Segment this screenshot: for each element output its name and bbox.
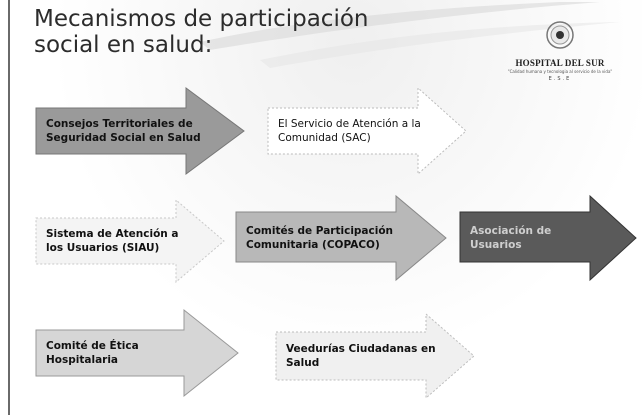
arrow-shape: [275, 312, 475, 400]
left-border: [8, 0, 10, 415]
arrow-shape: [267, 86, 467, 176]
mechanism-arrow-asociacion-usuarios: Asociación de Usuarios: [459, 194, 638, 282]
mechanism-arrow-veedurias: Veedurías Ciudadanas en Salud: [275, 312, 476, 400]
hospital-logo: HOSPITAL DEL SUR "Calidad humana y tecno…: [490, 20, 630, 92]
mechanism-arrow-servicio-atencion-comunidad: El Servicio de Atención a la Comunidad (…: [267, 86, 468, 176]
arrow-shape: [35, 198, 225, 284]
mechanism-label: Sistema de Atención a los Usuarios (SIAU…: [46, 228, 179, 254]
mechanism-arrow-consejos-territoriales: Consejos Territoriales de Seguridad Soci…: [35, 87, 246, 175]
hospital-motto: "Calidad humana y tecnologia al servicio…: [507, 69, 613, 74]
arrow-shape: [35, 87, 245, 175]
arrow-shape: [235, 194, 447, 282]
arrow-shape: [459, 194, 637, 282]
mechanism-arrow-comite-etica: Comité de Ética Hospitalaria: [35, 308, 240, 398]
title-line-2: social en salud:: [34, 32, 213, 58]
page-title: Mecanismos de participación social en sa…: [34, 6, 394, 58]
mechanism-arrow-copaco: Comités de Participación Comunitaria (CO…: [235, 194, 448, 282]
hospital-tag: E.S.E: [548, 76, 572, 82]
hospital-name: HOSPITAL DEL SUR: [515, 58, 605, 68]
mechanism-label: El Servicio de Atención a la Comunidad (…: [278, 118, 421, 144]
mechanism-label: Veedurías Ciudadanas en Salud: [286, 343, 436, 369]
mechanism-label: Comités de Participación Comunitaria (CO…: [246, 225, 394, 251]
hospital-emblem-icon: [546, 21, 574, 49]
mechanism-label: Asociación de Usuarios: [470, 225, 552, 251]
mechanism-label: Comité de Ética Hospitalaria: [46, 340, 139, 366]
mechanism-label: Consejos Territoriales de Seguridad Soci…: [46, 118, 201, 144]
title-line-1: Mecanismos de participación: [34, 6, 369, 32]
arrow-shape: [35, 308, 239, 398]
mechanism-arrow-siau: Sistema de Atención a los Usuarios (SIAU…: [35, 198, 226, 284]
